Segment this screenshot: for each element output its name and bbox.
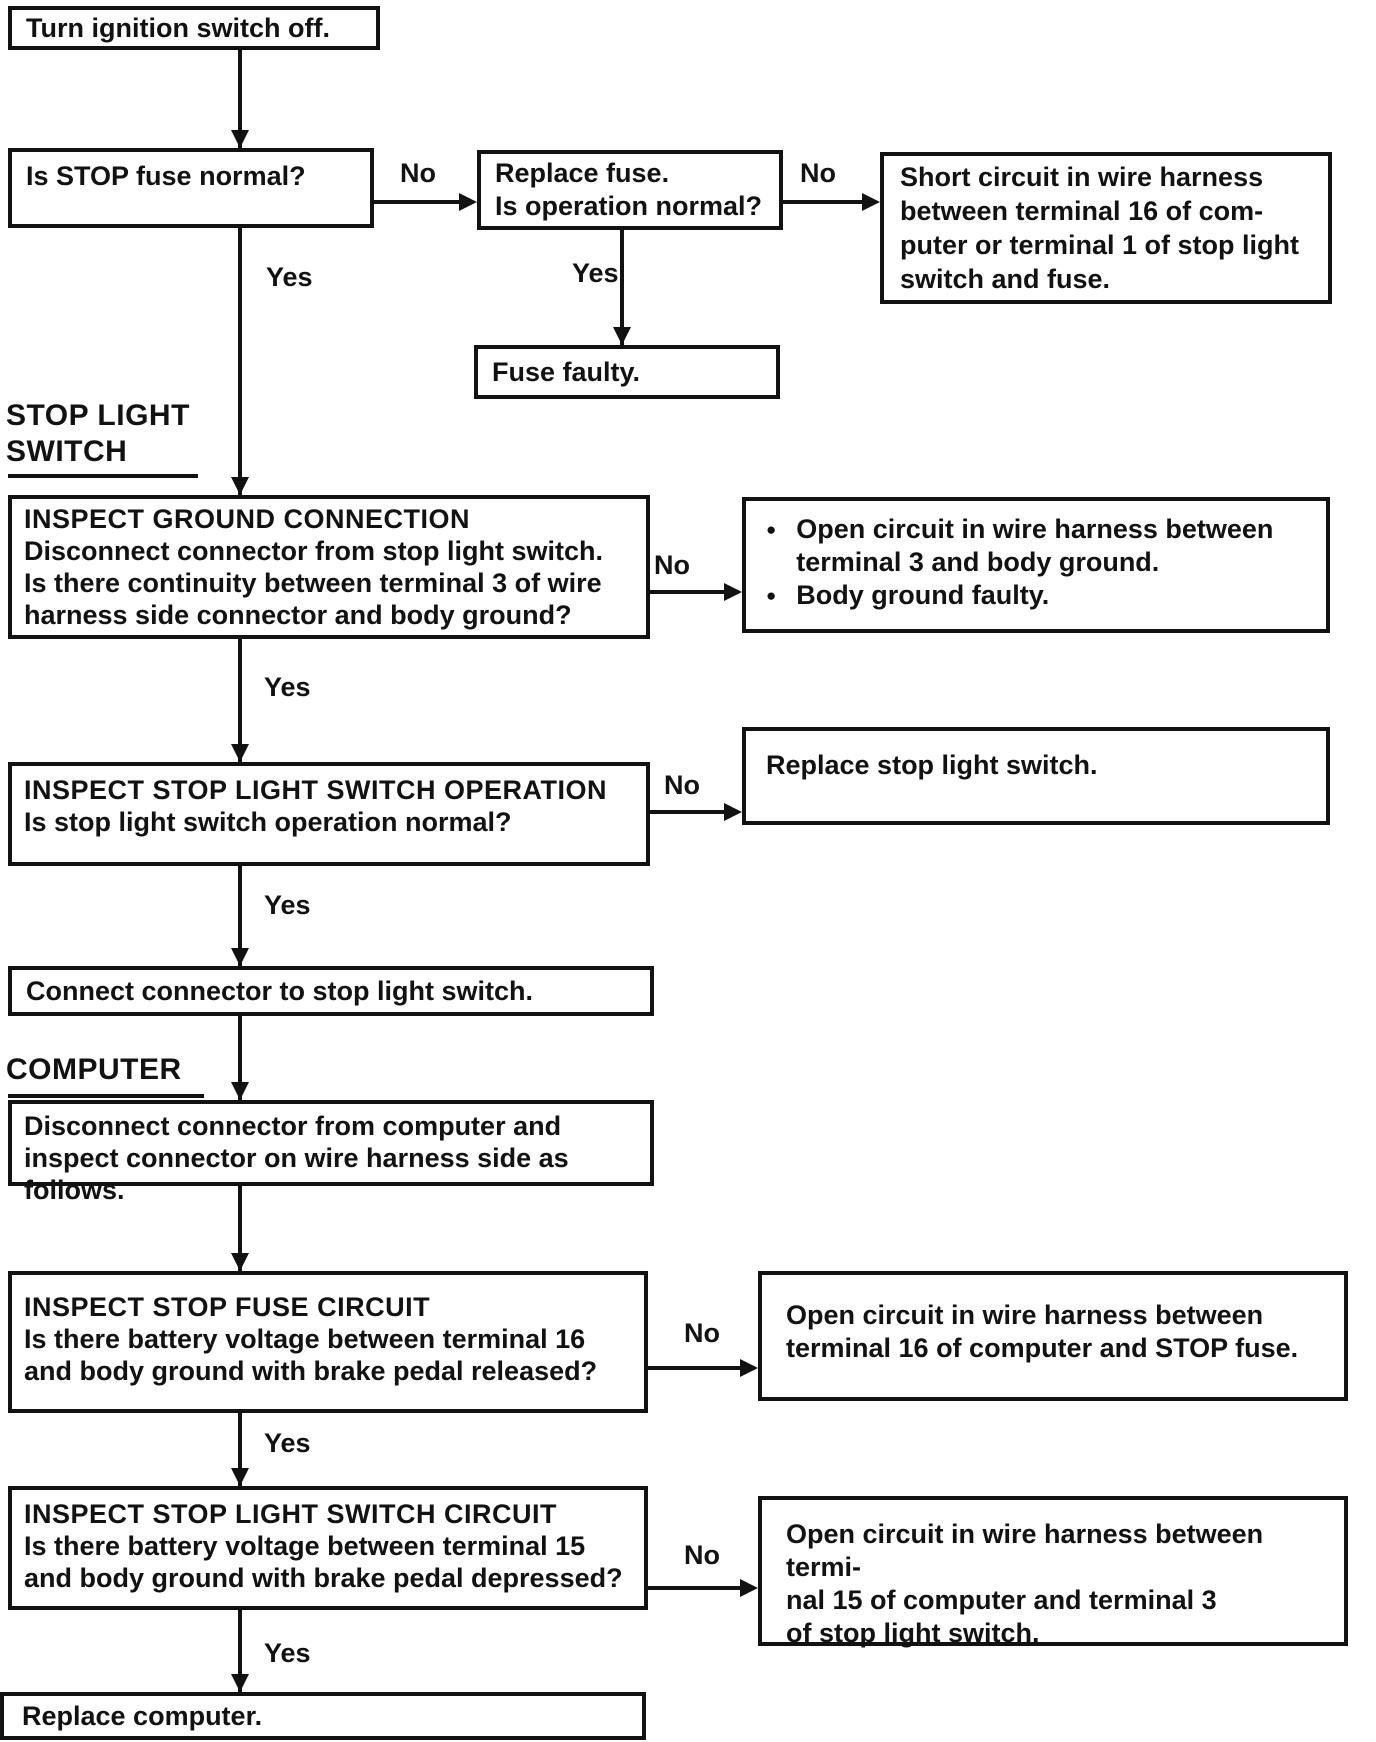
connector-line [238, 866, 242, 966]
connector-line [238, 1186, 242, 1271]
node-text: Is stop light switch operation normal? [24, 807, 512, 837]
node-text: Disconnect connector from stop light swi… [24, 536, 604, 630]
arrowhead-down-icon [231, 477, 249, 495]
node-text: Replace computer. [22, 1701, 263, 1731]
branch-label-yes: Yes [264, 890, 311, 920]
node-title: INSPECT STOP LIGHT SWITCH CIRCUIT [24, 1499, 558, 1529]
branch-label-yes: Yes [264, 1428, 311, 1458]
node-short-circuit-result: Short circuit in wire harness between te… [880, 152, 1332, 304]
node-inspect-ground-connection: INSPECT GROUND CONNECTION Disconnect con… [8, 495, 650, 639]
arrowhead-right-icon [862, 193, 880, 211]
branch-label-no: No [684, 1318, 720, 1348]
section-heading-stop-light-switch: STOP LIGHT SWITCH [6, 399, 190, 468]
connector-line [238, 228, 242, 495]
arrowhead-down-icon [231, 1082, 249, 1100]
bullet-icon: ● [766, 520, 777, 539]
connector-line [620, 230, 624, 345]
node-replace-computer: Replace computer. [0, 1692, 646, 1740]
bullet-icon: ● [766, 586, 777, 605]
node-fuse-faulty: Fuse faulty. [474, 345, 780, 399]
arrowhead-right-icon [740, 1579, 758, 1597]
node-disconnect-computer: Disconnect connector from computer and i… [8, 1100, 654, 1205]
connector-line [650, 810, 724, 814]
node-text: Replace stop light switch. [766, 750, 1098, 780]
connector-line [783, 200, 862, 204]
node-text: Is there battery voltage between termina… [24, 1531, 623, 1593]
arrowhead-down-icon [231, 744, 249, 762]
bullet-text: Open circuit in wire harness between ter… [796, 514, 1274, 577]
connector-line [238, 1016, 242, 1100]
node-turn-ignition-off: Turn ignition switch off. [8, 6, 380, 50]
arrowhead-down-icon [231, 948, 249, 966]
section-heading-computer: COMPUTER [6, 1053, 182, 1086]
node-connect-connector: Connect connector to stop light switch. [8, 966, 654, 1016]
connector-line [238, 1413, 242, 1486]
branch-label-no: No [654, 550, 690, 580]
node-inspect-stop-light-switch-circuit: INSPECT STOP LIGHT SWITCH CIRCUIT Is the… [8, 1486, 648, 1610]
branch-label-no: No [400, 158, 436, 188]
node-text: Disconnect connector from computer and i… [24, 1111, 569, 1205]
branch-label-no: No [684, 1540, 720, 1570]
node-open-circuit-terminal15: Open circuit in wire harness between ter… [758, 1496, 1348, 1648]
branch-label-yes: Yes [266, 262, 313, 292]
node-inspect-stop-fuse-circuit: INSPECT STOP FUSE CIRCUIT Is there batte… [8, 1271, 648, 1413]
arrowhead-right-icon [740, 1359, 758, 1377]
node-text: Is STOP fuse normal? [26, 161, 306, 191]
arrowhead-down-icon [231, 130, 249, 148]
node-text: Connect connector to stop light switch. [26, 976, 534, 1006]
connector-line [648, 1586, 740, 1590]
node-replace-stop-light-switch: Replace stop light switch. [742, 727, 1330, 825]
connector-line [238, 639, 242, 762]
node-text: Open circuit in wire harness between ter… [786, 1300, 1299, 1363]
branch-label-no: No [664, 770, 700, 800]
heading-underline [8, 474, 198, 478]
node-text: Fuse faulty. [492, 357, 641, 387]
node-text: Short circuit in wire harness between te… [900, 162, 1300, 294]
node-title: INSPECT STOP FUSE CIRCUIT [24, 1292, 431, 1322]
node-text: Turn ignition switch off. [26, 13, 330, 43]
node-replace-fuse: Replace fuse. Is operation normal? [477, 150, 783, 230]
connector-line [374, 200, 459, 204]
heading-underline [8, 1094, 204, 1098]
node-open-circuit-terminal16: Open circuit in wire harness between ter… [758, 1271, 1348, 1401]
connector-line [238, 50, 242, 148]
connector-line [648, 1366, 740, 1370]
arrowhead-right-icon [459, 193, 477, 211]
branch-label-no: No [800, 158, 836, 188]
node-inspect-stop-light-switch-operation: INSPECT STOP LIGHT SWITCH OPERATION Is s… [8, 762, 650, 866]
node-title: INSPECT STOP LIGHT SWITCH OPERATION [24, 775, 608, 805]
connector-line [238, 1610, 242, 1692]
node-title: INSPECT GROUND CONNECTION [24, 504, 471, 534]
arrowhead-down-icon [231, 1674, 249, 1692]
node-is-stop-fuse-normal: Is STOP fuse normal? [8, 148, 374, 228]
bullet-text: Body ground faulty. [796, 580, 1050, 610]
branch-label-yes: Yes [264, 672, 311, 702]
node-text: Replace fuse. Is operation normal? [495, 158, 763, 221]
arrowhead-down-icon [613, 327, 631, 345]
arrowhead-down-icon [231, 1468, 249, 1486]
bullet-item: ● Body ground faulty. [766, 579, 1306, 612]
branch-label-yes: Yes [572, 258, 619, 288]
node-text: Is there battery voltage between termina… [24, 1324, 598, 1386]
arrowhead-right-icon [724, 803, 742, 821]
arrowhead-right-icon [724, 583, 742, 601]
node-text: Open circuit in wire harness between ter… [786, 1519, 1264, 1648]
connector-line [650, 590, 724, 594]
bullet-item: ● Open circuit in wire harness between t… [766, 513, 1306, 579]
branch-label-yes: Yes [264, 1638, 311, 1668]
node-ground-fault-result: ● Open circuit in wire harness between t… [742, 497, 1330, 633]
arrowhead-down-icon [231, 1253, 249, 1271]
